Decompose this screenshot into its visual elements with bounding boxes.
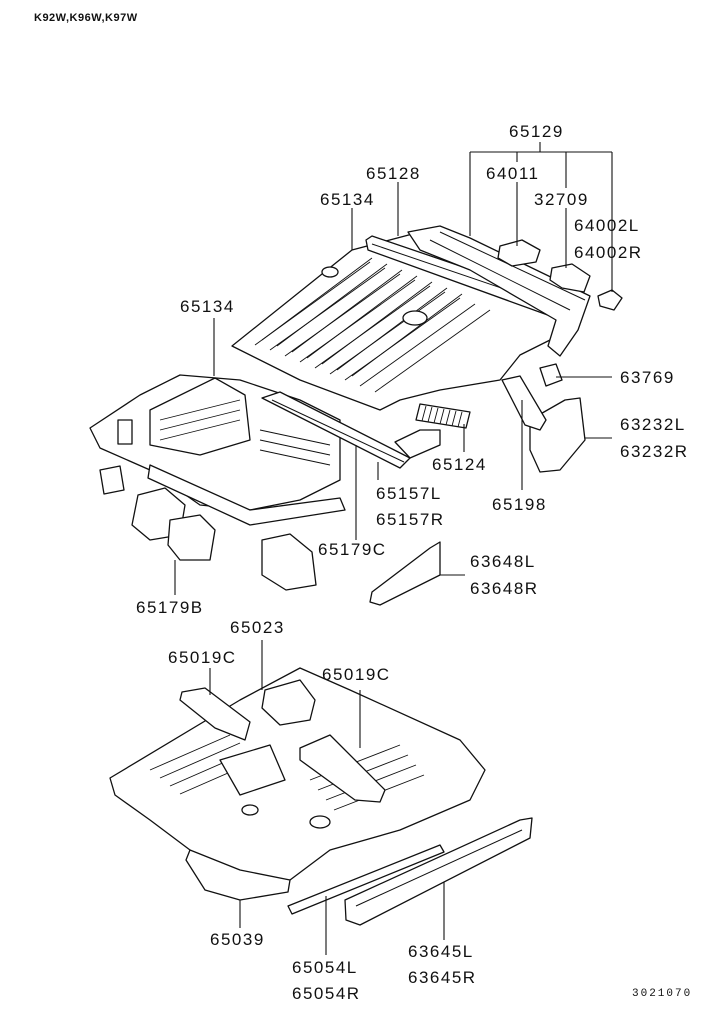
label-64002l: 64002L xyxy=(574,216,640,235)
label-65039: 65039 xyxy=(210,930,265,949)
label-65054l: 65054L xyxy=(292,958,358,977)
floor-cross-sill xyxy=(147,464,346,526)
label-64011: 64011 xyxy=(486,164,540,183)
bracket-63769 xyxy=(539,363,563,387)
label-63645r: 63645R xyxy=(408,968,477,987)
label-65019c-right: 65019C xyxy=(322,665,391,684)
label-65054r: 65054R xyxy=(292,984,361,1003)
label-65128: 65128 xyxy=(366,164,421,183)
label-63232l: 63232L xyxy=(620,415,686,434)
label-65157l: 65157L xyxy=(376,484,442,503)
diagram-reference-code: 3021070 xyxy=(632,988,693,1000)
label-64002r: 64002R xyxy=(574,243,643,262)
label-63648l: 63648L xyxy=(470,552,536,571)
front-panel-65039 xyxy=(185,849,291,901)
seat-bracket-65023 xyxy=(261,679,316,726)
label-63232r: 63232R xyxy=(620,442,689,461)
middle-floor-pan xyxy=(89,374,341,511)
label-63648r: 63648R xyxy=(470,579,539,598)
label-65157r: 65157R xyxy=(376,510,445,529)
sill-bracket xyxy=(394,429,441,459)
sill-65054 xyxy=(287,844,445,915)
model-codes-header: K92W,K96W,K97W xyxy=(34,12,138,24)
label-65179c: 65179C xyxy=(318,540,387,559)
label-63645l: 63645L xyxy=(408,942,474,961)
label-65124: 65124 xyxy=(432,455,487,474)
bracket-65019c-left xyxy=(179,687,251,741)
label-65129: 65129 xyxy=(509,122,564,141)
label-65134-left: 65134 xyxy=(180,297,235,316)
bracket-32709 xyxy=(549,263,591,293)
label-63769: 63769 xyxy=(620,368,675,387)
label-65023: 65023 xyxy=(230,618,285,637)
label-65019c-left: 65019C xyxy=(168,648,237,667)
bracket-64011 xyxy=(497,239,541,267)
label-32709: 32709 xyxy=(534,190,589,209)
front-floor-brackets xyxy=(99,465,317,591)
side-member-63645 xyxy=(344,817,533,926)
bracket-65019c-right xyxy=(299,734,386,803)
label-65198: 65198 xyxy=(492,495,547,514)
label-65134-top: 65134 xyxy=(320,190,375,209)
side-rail-65198 xyxy=(501,375,547,431)
label-65179b: 65179B xyxy=(136,598,204,617)
bracket-64002 xyxy=(597,289,623,311)
leader-lines xyxy=(174,142,613,955)
floor-grid-panel xyxy=(415,403,471,429)
